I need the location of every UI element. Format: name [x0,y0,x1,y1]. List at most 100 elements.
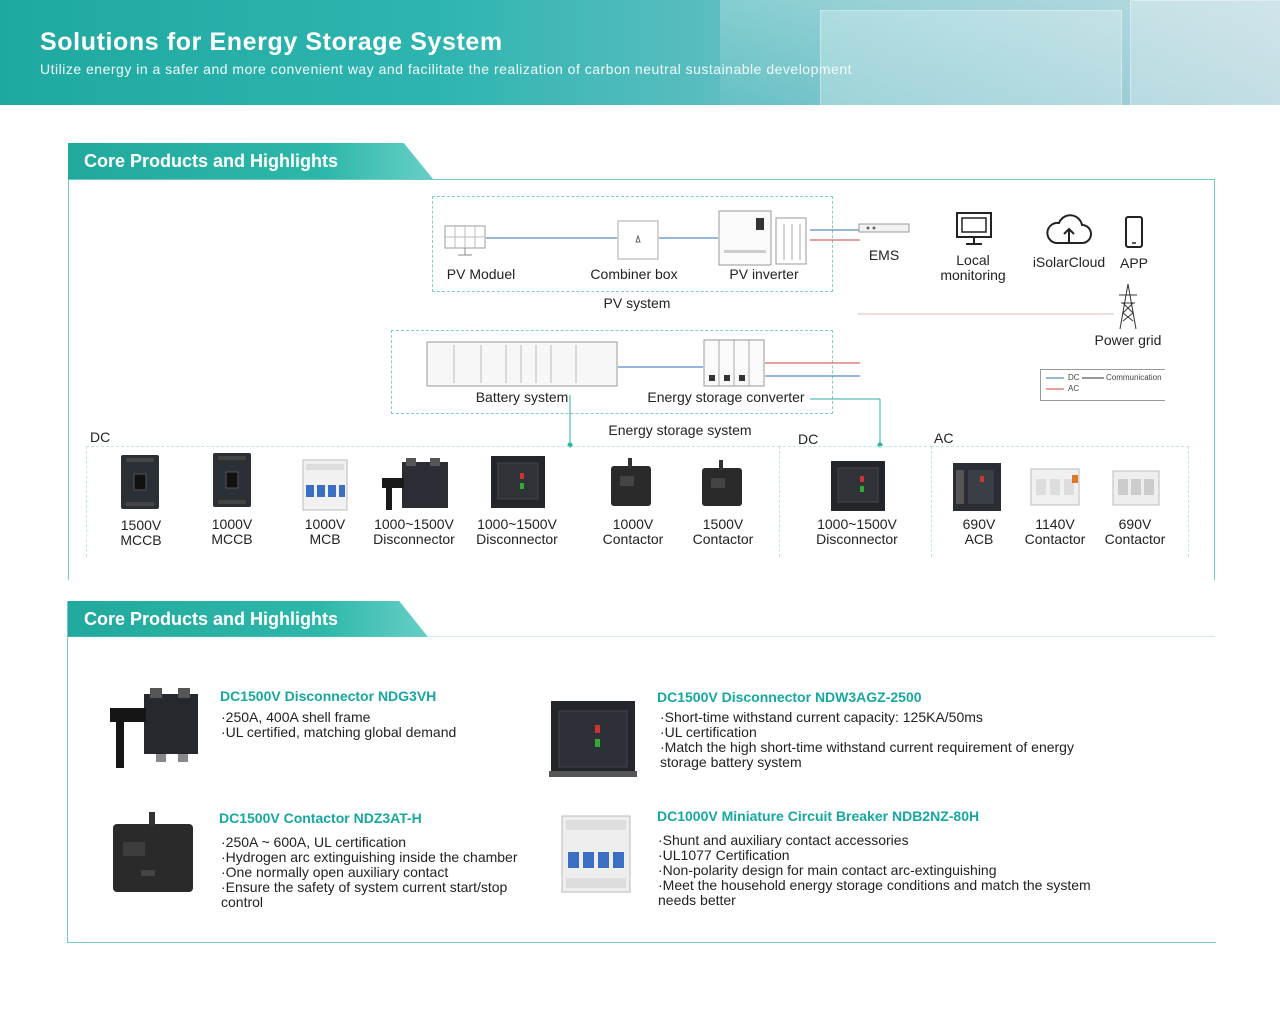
banner-background [720,0,1280,105]
power-tower-icon [1119,283,1137,330]
product-type: Contactor [1024,531,1086,547]
grid-connection-line [858,313,1114,315]
dc-group-frame-mid [778,446,932,557]
product-voltage: 1000V [612,516,654,532]
product-type: ACB [964,531,994,547]
pv-system-label: PV system [603,295,671,311]
energy-storage-system-label: Energy storage system [608,422,752,438]
acb-disconnector-icon [831,461,885,511]
section-frame-left [68,179,69,580]
dc-group-label-mid: DC [798,431,819,447]
battery-system-icon [426,341,618,387]
highlight-line: ·Match the high short-time withstand cur… [660,739,1074,755]
highlight-line: needs better [658,892,736,908]
highlight-line: ·250A ~ 600A, UL certification [221,834,407,850]
section-frame-top [68,179,1215,180]
pv-inverter-label: PV inverter [729,266,799,282]
section-title-highlights: Core Products and Highlights [68,601,428,637]
dc-group-label-left: DC [90,429,111,445]
energy-storage-box [391,330,833,414]
cloud-icon [1046,214,1092,244]
highlight-line: ·UL certification [660,724,757,740]
highlight-line: ·250A, 400A shell frame [221,709,371,725]
section-title-core-products: Core Products and Highlights [68,143,433,179]
product-type: Contactor [692,531,754,547]
acb-icon [953,463,1001,511]
product-type: Disconnector [373,531,455,547]
diagram-legend [1040,369,1165,401]
highlight-line: ·UL certified, matching global demand [221,724,457,740]
pv-system-box [432,196,833,292]
highlight-title: DC1500V Contactor NDZ3AT-H [219,810,422,826]
product-type: Contactor [602,531,664,547]
product-voltage: 690V [1118,516,1152,532]
page-subtitle: Utilize energy in a safer and more conve… [40,61,852,77]
product-voltage: 1000V [211,516,253,532]
highlight-line: ·Short-time withstand current capacity: … [660,709,983,725]
combiner-box-label: Combiner box [590,266,678,282]
product-voltage: 1000~1500V [817,516,897,532]
pv-module-label: PV Moduel [446,266,516,282]
ndw3agz-product-image [549,701,637,777]
pv-connection-lines [486,229,860,241]
product-type: Contactor [1104,531,1166,547]
section2-frame-top [68,636,1215,637]
dc-group-frame-left [86,446,780,557]
ndz3at-product-image [113,812,193,892]
battery-system-label: Battery system [475,389,569,405]
highlight-line: storage battery system [660,754,802,770]
combiner-box-icon [617,220,659,260]
disconnector-icon [382,458,448,510]
highlight-body: ·Shunt and auxiliary contact accessories… [658,833,1091,908]
storage-container-image [1130,0,1280,105]
ems-icon [858,223,910,233]
mcb-icon [302,459,348,511]
product-type: Disconnector [476,531,558,547]
page-title: Solutions for Energy Storage System [40,28,503,56]
product-voltage: 1000~1500V [374,516,454,532]
energy-storage-converter-label: Energy storage converter [647,389,805,405]
product-voltage: 1000~1500V [477,516,557,532]
smartphone-icon [1125,216,1143,248]
highlight-title: DC1500V Disconnector NDW3AGZ-2500 [657,689,922,705]
legend-communication: Communication [1106,373,1162,382]
monitor-icon [956,212,992,245]
contactor-icon [611,458,651,506]
ems-label: EMS [868,247,900,263]
product-type: Disconnector [816,531,898,547]
battery-connection-line [618,366,703,368]
section2-frame-left [67,601,68,943]
highlight-body: ·250A, 400A shell frame ·UL certified, m… [221,710,456,740]
highlight-title: DC1000V Miniature Circuit Breaker NDB2NZ… [657,808,980,824]
highlight-body: ·250A ~ 600A, UL certification ·Hydrogen… [221,835,518,910]
highlight-line: ·Shunt and auxiliary contact accessories [658,832,909,848]
legend-dc: DC [1068,373,1080,382]
power-grid-label: Power grid [1094,332,1162,348]
acb-disconnector-icon [491,456,545,508]
mccb-icon [213,453,251,507]
pv-inverter-icon [718,210,807,266]
mccb-icon [121,455,159,509]
section-frame-right [1214,179,1215,580]
highlight-line: ·Non-polarity design for main contact ar… [658,862,997,878]
highlight-line: control [221,894,264,910]
ac-group-frame [931,446,1189,557]
local-monitoring-label: Local monitoring [930,253,1016,283]
converter-connection-lines [765,362,860,377]
pv-module-icon [444,225,486,256]
product-type: MCCB [211,531,253,547]
isolarcloud-label: iSolarCloud [1032,254,1106,270]
highlight-line: ·Ensure the safety of system current sta… [221,879,508,895]
ndb2nz-product-image [561,815,631,893]
product-type: MCCB [120,532,162,548]
highlight-title: DC1500V Disconnector NDG3VH [220,688,437,704]
storage-container-image [820,10,1122,105]
highlight-line: ·One normally open auxiliary contact [221,864,449,880]
